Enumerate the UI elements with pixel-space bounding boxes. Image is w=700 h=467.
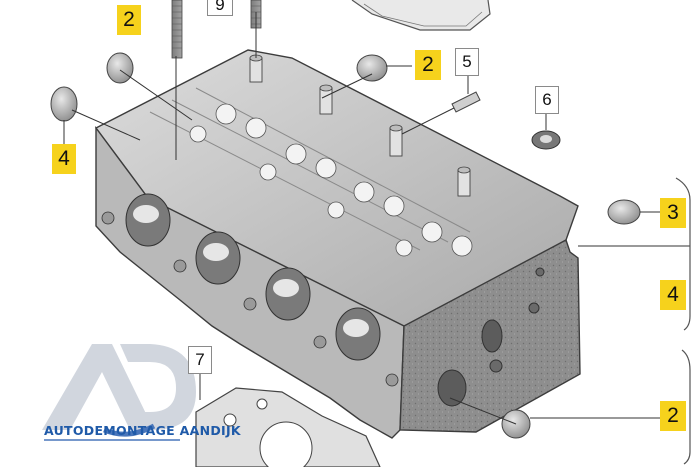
callout-bottom-plug: 2 (660, 401, 686, 431)
grouping-brackets (675, 177, 691, 465)
callout-dowel-pin: 5 (455, 48, 479, 76)
cylinder-head (94, 49, 581, 439)
callout-plug-group: 4 (660, 280, 686, 310)
callout-top-plug: 2 (415, 50, 441, 80)
washer-nut (531, 130, 561, 150)
watermark-text: AUTODEMONTAGE AANDIJK (44, 423, 241, 438)
callout-short-bolt: 9 (207, 0, 233, 16)
callout-top-left-plug: 2 (117, 5, 141, 35)
dowel-pin (451, 91, 481, 113)
callout-side-plug: 3 (660, 198, 686, 228)
sealing-plug (50, 52, 641, 439)
leader-lines (63, 12, 690, 425)
watermark-logo (42, 344, 196, 441)
callout-left-plug: 4 (52, 144, 76, 174)
callout-head-gasket: 7 (188, 346, 212, 374)
cylinder-head-gasket (195, 387, 381, 467)
callout-washer-nut: 6 (535, 86, 559, 114)
cover-gasket-fragment (351, 0, 491, 31)
cylinder-head-bolt (171, 0, 183, 59)
